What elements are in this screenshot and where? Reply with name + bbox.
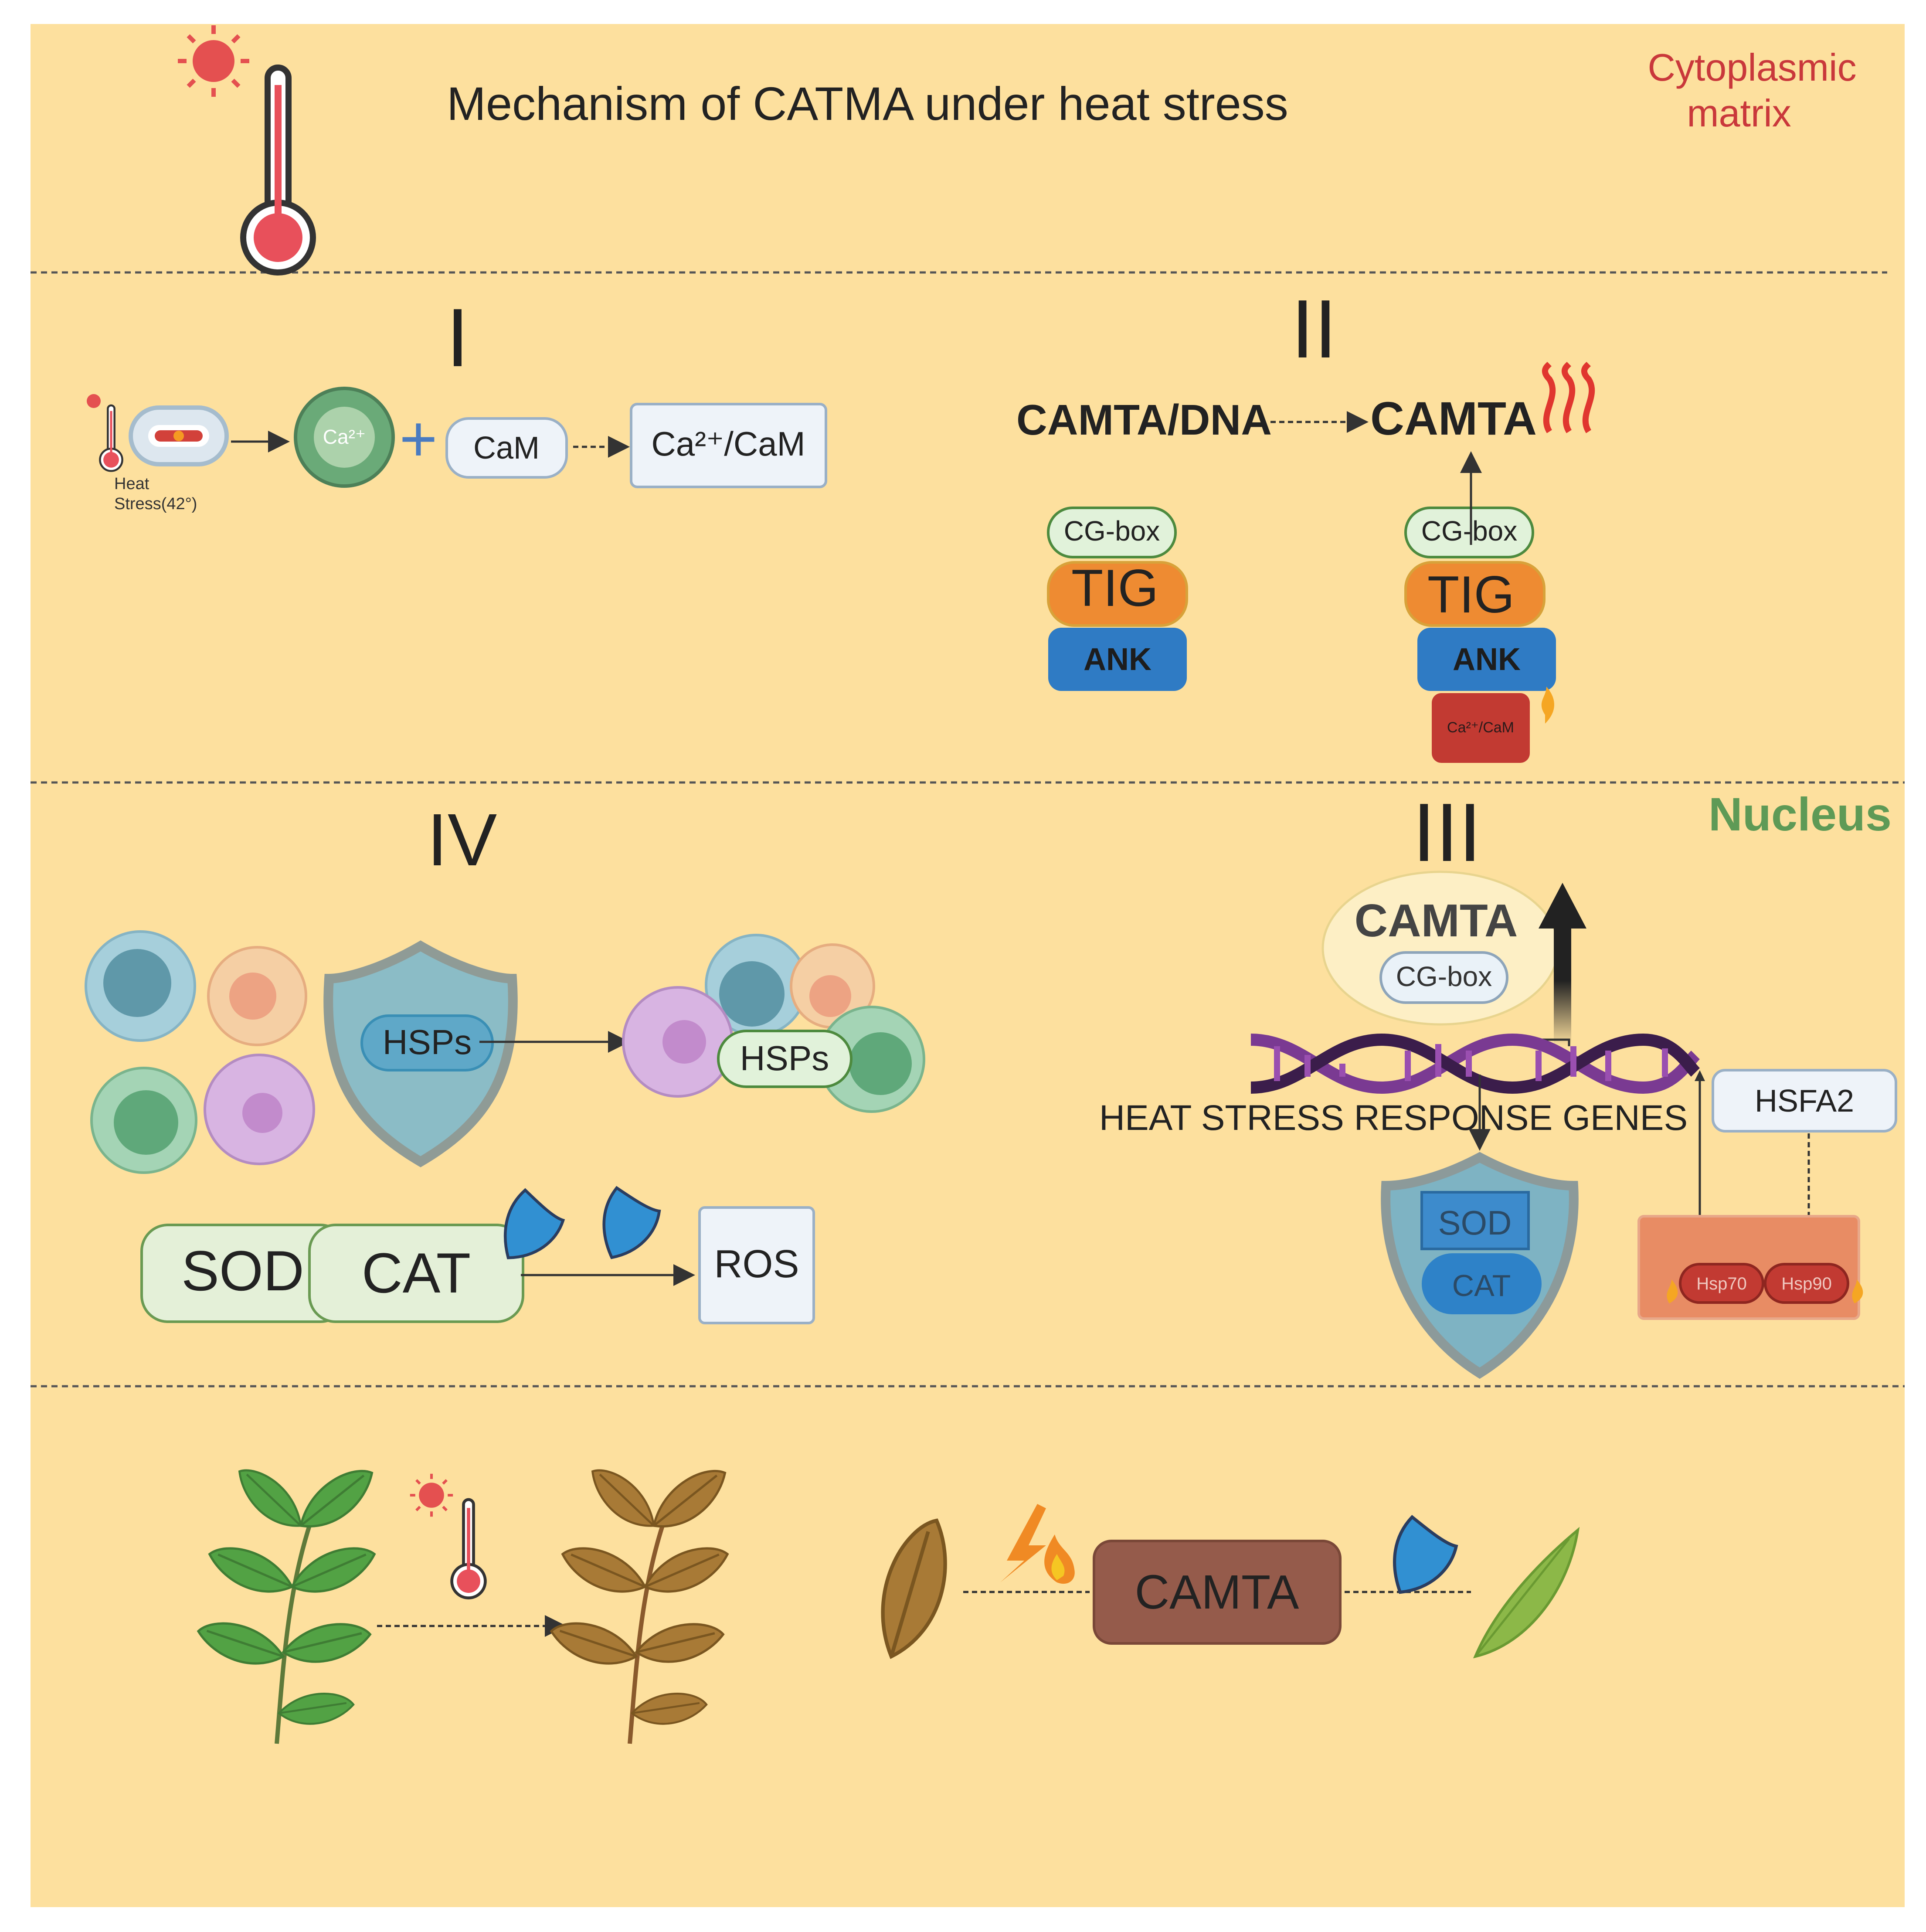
ca-cam-box [630,403,827,488]
nucleus-label: Nucleus [1709,788,1892,840]
section-dividers [31,271,1905,1388]
cg-box-left [1047,507,1177,558]
flame-icon [1541,687,1555,724]
ros-label: ROS [714,1242,799,1286]
ank-right [1417,628,1556,691]
cg-box-nucleus-label: CG-box [1396,961,1492,992]
cat-nucleus-label: CAT [1452,1269,1511,1303]
ank-left [1048,628,1187,691]
camta-nucleus-label: CAMTA [1355,895,1518,946]
hsfa2-label: HSFA2 [1755,1084,1854,1119]
hsps-shield-label: HSPs [383,1023,472,1061]
flame-left-icon [1667,1279,1678,1303]
background-panel [31,24,1905,1907]
hsps-cells-box [717,1030,853,1088]
step-label-iv: IV [427,799,497,881]
dna-helix-icon [1250,1033,1700,1094]
camta-dna-label: CAMTA/DNA [1016,396,1272,444]
ca-cam-label: Ca²⁺/CaM [651,425,805,463]
hsp70-label: Hsp70 [1696,1274,1747,1293]
cg-box-nucleus [1379,951,1508,1004]
cat-box [308,1224,524,1323]
healthy-leaf-icon [1473,1527,1580,1659]
hsp70-box [1679,1263,1764,1304]
cat-nucleus-box [1422,1253,1542,1314]
tig-right-label: TIG [1427,565,1515,624]
calcium-ion-label: Ca²⁺ [323,425,366,448]
cg-box-right [1404,507,1534,558]
ros-box [698,1206,815,1324]
cg-box-left-label: CG-box [1064,515,1160,547]
camta-active-label: CAMTA [1370,392,1537,445]
heat-stress-label-line1: Heat [114,475,149,493]
cg-box-right-label: CG-box [1421,515,1518,547]
tig-left-label: TIG [1071,559,1158,617]
sod-nucleus-label: SOD [1438,1204,1512,1242]
hsp90-box [1764,1263,1849,1304]
cam-box [445,417,568,479]
ank-left-label: ANK [1084,642,1152,677]
heat-stress-label-line2: Stress(42°) [114,495,197,513]
step-label-ii: II [1291,283,1337,375]
plus-sign: + [399,402,438,475]
page-title: Mechanism of CATMA under heat stress [447,77,1288,130]
hsps-cells-label: HSPs [740,1039,829,1078]
camta-bottom-box [1093,1540,1342,1645]
cells-cluster-left [85,930,315,1174]
step-label-iii: III [1413,786,1481,879]
upregulation-arrow [1539,883,1586,1046]
cytoplasmic-label-line1: Cytoplasmic [1647,46,1856,89]
ca-cam-small-label: Ca²⁺/CaM [1447,719,1514,736]
heat-stress-cell [87,394,229,471]
lightning-fire-icon [1000,1504,1075,1584]
ca-cam-small-box [1432,693,1530,763]
sod-label: SOD [181,1239,304,1303]
heat-waves-icon [1542,361,1595,433]
tig-right [1404,561,1546,627]
cytoplasmic-label-line2: matrix [1687,92,1791,135]
ank-right-label: ANK [1453,642,1521,677]
sod-nucleus-box [1420,1191,1530,1250]
heat-stress-genes-label: HEAT STRESS RESPONSE GENES [1099,1098,1688,1138]
hsfa2-box [1712,1069,1897,1133]
cat-label: CAT [362,1241,471,1305]
hsp90-label: Hsp90 [1781,1274,1832,1293]
healthy-plant-icon [197,1468,379,1744]
wilted-plant-icon [550,1468,732,1744]
calcium-cell-icon [294,387,395,488]
step-label-i: I [446,292,469,384]
cam-label: CaM [473,431,540,466]
tig-left [1047,561,1188,627]
camta-bottom-label: CAMTA [1135,1565,1299,1619]
flame-right-icon [1852,1279,1863,1303]
